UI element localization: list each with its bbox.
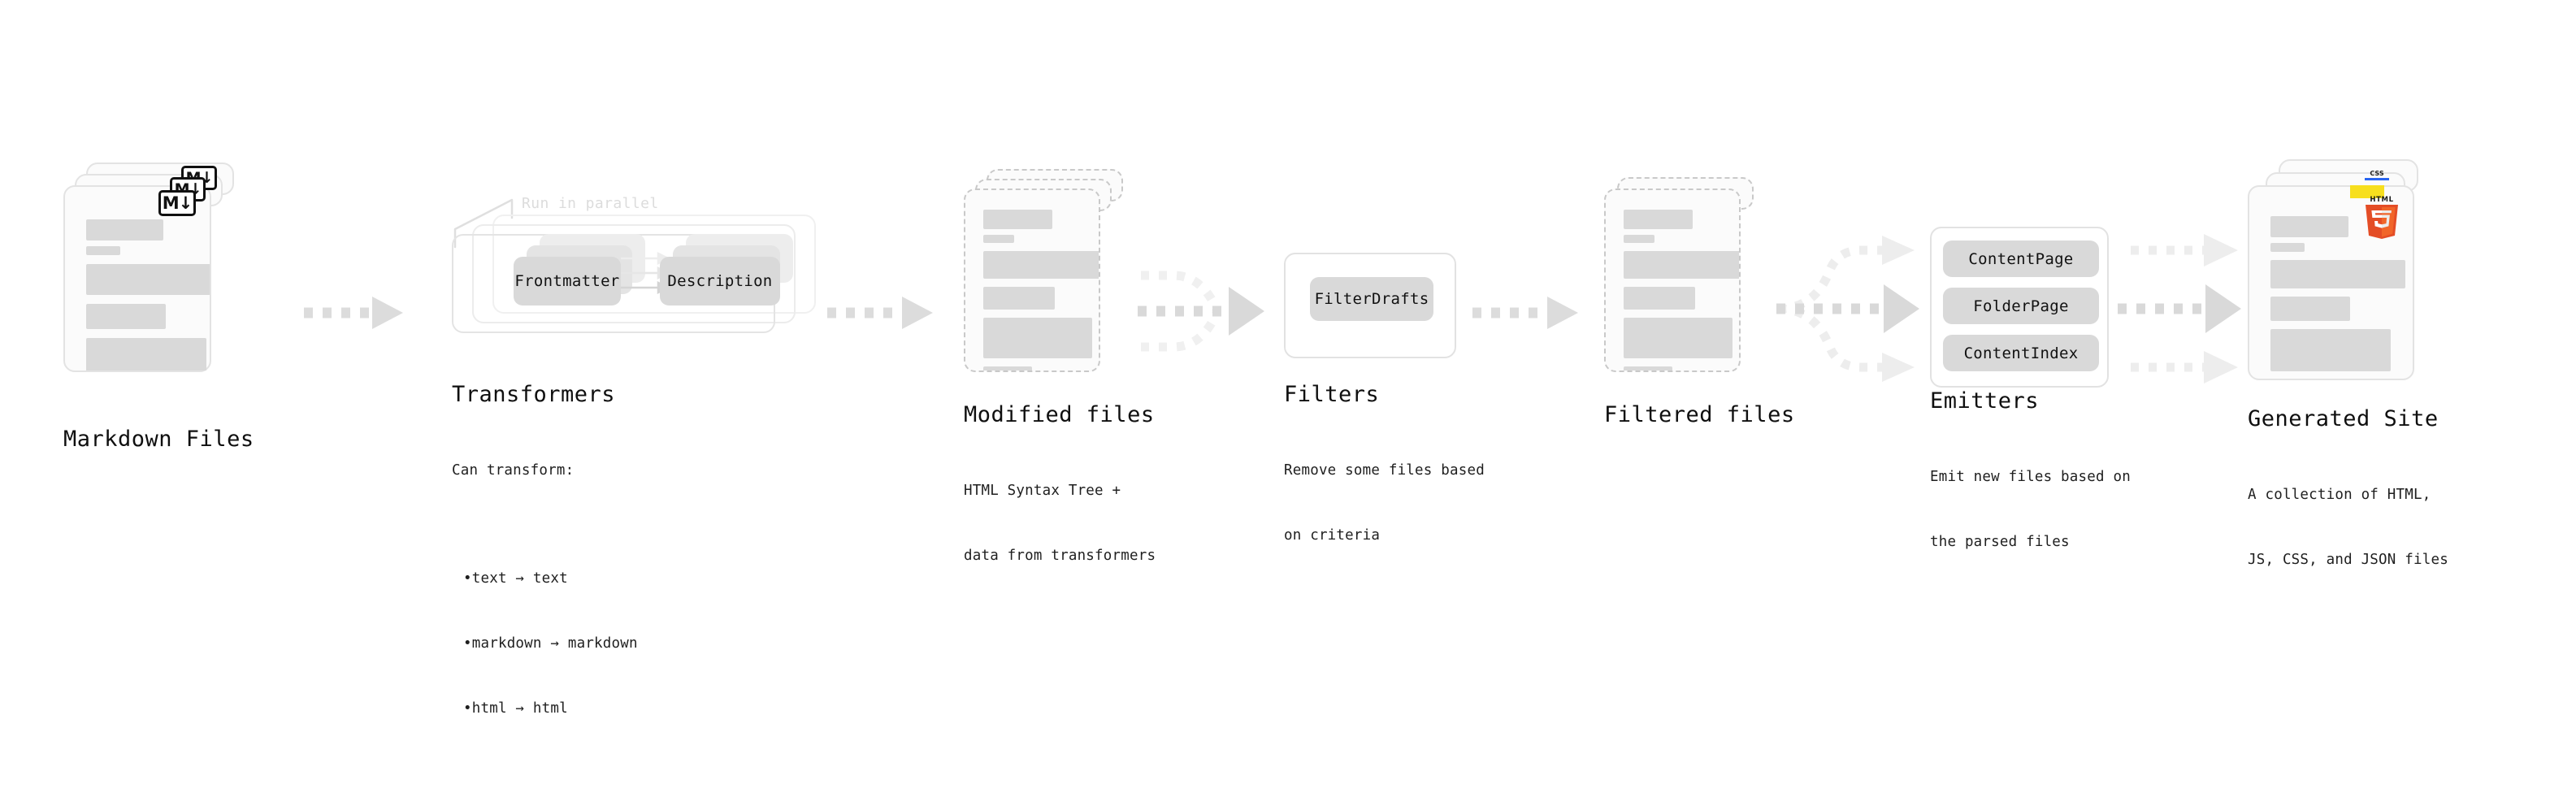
filtered-placeholder-lines bbox=[1606, 190, 1739, 370]
doc-bar bbox=[2270, 260, 2405, 288]
transformers-title: Transformers bbox=[452, 382, 616, 407]
html5-icon: HTML bbox=[2361, 193, 2403, 239]
doc-bar bbox=[2270, 297, 2350, 321]
doc-bar bbox=[983, 318, 1092, 358]
doc-bar bbox=[2270, 216, 2348, 237]
generated-site-subtitle: A collection of HTML, JS, CSS, and JSON … bbox=[2248, 441, 2448, 614]
doc-bar bbox=[2270, 243, 2305, 252]
markdown-icon: M↓ bbox=[158, 190, 196, 216]
markdown-placeholder-lines bbox=[65, 187, 210, 370]
stage-filtered-files bbox=[1604, 177, 1775, 380]
transformers-subtitle: Can transform: text → text markdown → ma… bbox=[452, 417, 638, 806]
stage-markdown-files: M↓ M↓ M↓ bbox=[63, 162, 234, 372]
transformers-bullet: markdown → markdown bbox=[452, 633, 638, 655]
markdown-files-title: Markdown Files bbox=[63, 427, 254, 452]
emitter-chip-contentindex[interactable]: ContentIndex bbox=[1943, 335, 2099, 371]
css-icon: CSS bbox=[2361, 165, 2393, 186]
doc-bar bbox=[1624, 366, 1672, 370]
doc-bar bbox=[983, 366, 1032, 370]
stage-filters-box: FilterDrafts bbox=[1284, 253, 1456, 358]
doc-bar bbox=[983, 210, 1052, 229]
emitters-title: Emitters bbox=[1930, 388, 2040, 414]
doc-bar bbox=[983, 235, 1014, 243]
doc-bar bbox=[1624, 210, 1693, 229]
modified-files-subtitle-line: HTML Syntax Tree + bbox=[964, 483, 1121, 500]
doc-bar bbox=[86, 304, 166, 329]
doc-bar bbox=[1624, 287, 1695, 310]
site-placeholder-lines bbox=[2249, 187, 2413, 379]
transformer-layer-back bbox=[492, 214, 816, 314]
doc-bar bbox=[86, 338, 206, 370]
generated-site-title: Generated Site bbox=[2248, 406, 2439, 431]
emitters-subtitle-line: the parsed files bbox=[1930, 533, 2070, 550]
doc-bar bbox=[2270, 329, 2391, 371]
site-sheet-front bbox=[2248, 185, 2414, 380]
filter-chip-filterdrafts[interactable]: FilterDrafts bbox=[1310, 277, 1433, 321]
modified-placeholder-lines bbox=[965, 190, 1099, 370]
connector-filtered-to-emitters bbox=[1776, 236, 1919, 382]
modified-files-subtitle-line: data from transformers bbox=[964, 547, 1156, 564]
emitter-chip-folderpage[interactable]: FolderPage bbox=[1943, 288, 2099, 324]
transformers-subtitle-line: Can transform: bbox=[452, 462, 575, 479]
modified-sheet-front bbox=[964, 188, 1100, 372]
connector-md-to-transformers bbox=[304, 297, 403, 329]
stage-emitters-box: ContentPage FolderPage ContentIndex bbox=[1930, 227, 2109, 388]
connector-modified-to-filters bbox=[1138, 271, 1264, 352]
html5-icon-text: HTML bbox=[2370, 196, 2393, 204]
emitters-subtitle-line: Emit new files based on bbox=[1930, 469, 2131, 486]
doc-bar bbox=[1624, 318, 1733, 358]
emitters-subtitle: Emit new files based on the parsed files bbox=[1930, 423, 2131, 596]
transformers-bullet: text → text bbox=[452, 568, 638, 590]
doc-bar bbox=[1624, 251, 1739, 279]
doc-bar bbox=[86, 246, 120, 255]
markdown-sheet-front bbox=[63, 185, 211, 372]
diagram-canvas: M↓ M↓ M↓ Markdown Files Run in parallel bbox=[0, 0, 2576, 681]
filters-subtitle-line: Remove some files based bbox=[1284, 462, 1485, 479]
doc-bar bbox=[983, 251, 1099, 279]
filters-subtitle: Remove some files based on criteria bbox=[1284, 417, 1485, 590]
js-icon bbox=[2348, 177, 2386, 202]
connector-transformers-to-modified bbox=[827, 297, 933, 329]
modified-files-subtitle: HTML Syntax Tree + data from transformer… bbox=[964, 437, 1156, 610]
connector-filters-to-filtered bbox=[1472, 297, 1578, 329]
transformers-bullet-list: text → text markdown → markdown html → h… bbox=[452, 525, 638, 763]
generated-site-subtitle-line: A collection of HTML, bbox=[2248, 487, 2431, 504]
transformer-chip-description[interactable]: Description bbox=[660, 257, 780, 306]
modified-files-title: Modified files bbox=[964, 402, 1155, 427]
doc-bar bbox=[86, 264, 210, 295]
doc-bar bbox=[983, 287, 1055, 310]
stage-modified-files bbox=[964, 169, 1134, 379]
transformers-bullet: html → html bbox=[452, 698, 638, 720]
doc-bar bbox=[1624, 235, 1654, 243]
filters-subtitle-line: on criteria bbox=[1284, 526, 1381, 544]
css-icon-text: CSS bbox=[2370, 170, 2383, 177]
transformer-chip-frontmatter[interactable]: Frontmatter bbox=[514, 257, 621, 306]
doc-bar bbox=[86, 219, 163, 240]
filtered-sheet-front bbox=[1604, 188, 1741, 372]
stage-transformers: Run in parallel Frontmatter bbox=[452, 193, 826, 348]
generated-site-subtitle-line: JS, CSS, and JSON files bbox=[2248, 551, 2448, 568]
filters-title: Filters bbox=[1284, 382, 1380, 407]
stage-generated-site: CSS HTML bbox=[2248, 159, 2422, 380]
connector-emitters-to-site bbox=[2118, 234, 2241, 384]
run-in-parallel-label: Run in parallel bbox=[522, 195, 659, 212]
markdown-icon-letter: M bbox=[162, 193, 180, 213]
filtered-files-title: Filtered files bbox=[1604, 402, 1795, 427]
transformer-layer-mid bbox=[472, 224, 796, 323]
emitter-chip-contentpage[interactable]: ContentPage bbox=[1943, 240, 2099, 277]
